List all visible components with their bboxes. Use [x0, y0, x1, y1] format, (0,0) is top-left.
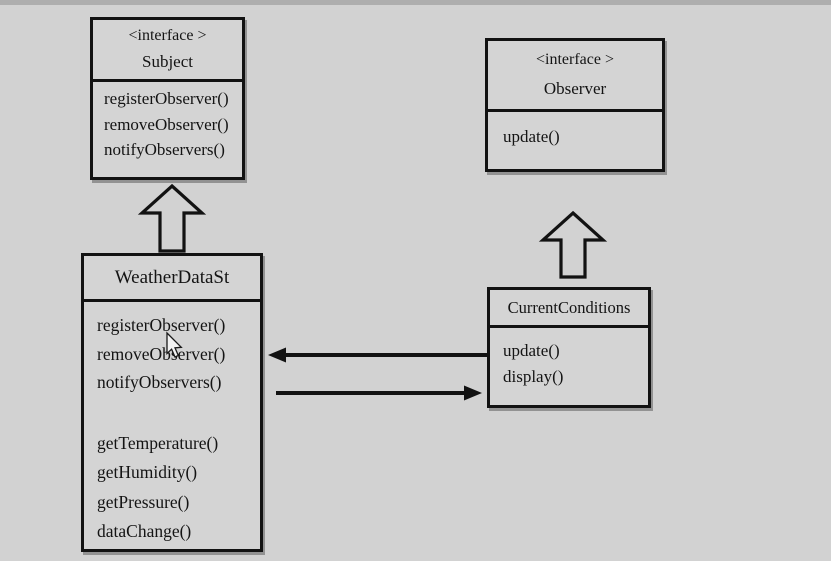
association-arrow-currentconditions-to-weatherdatast-icon: [268, 347, 487, 363]
subject-class-name: Subject: [142, 52, 193, 71]
realization-arrow-currentconditions-to-observer-icon: [538, 210, 608, 279]
weatherdatast-method-registerObserver: registerObserver(): [97, 315, 226, 335]
weatherdatast-method-dataChange: dataChange(): [97, 521, 192, 541]
weatherdatast-method-getTemperature: getTemperature(): [97, 432, 219, 453]
subject-title-compartment: <interface > Subject: [93, 20, 242, 82]
observer-method-update: update(): [503, 127, 560, 146]
weatherdatast-method-getPressure: getPressure(): [97, 491, 190, 512]
realization-arrow-weatherdatast-to-subject-icon: [137, 183, 207, 253]
weatherdatast-class-name: WeatherDataSt: [114, 266, 230, 288]
weatherdatast-methods-compartment: registerObserver() removeObserver() noti…: [84, 302, 260, 547]
methods-group-gap: [97, 397, 258, 429]
class-box-currentconditions: CurrentConditions update() display(): [487, 287, 651, 408]
observer-stereotype: <interface >: [536, 51, 614, 68]
currentconditions-method-display: display(): [503, 367, 564, 386]
top-edge-strip: [0, 0, 831, 5]
weatherdatast-method-removeObserver: removeObserver(): [97, 343, 226, 364]
currentconditions-methods-compartment: update() display(): [490, 328, 648, 390]
association-arrow-weatherdatast-to-currentconditions-icon: [276, 385, 482, 401]
currentconditions-class-name: CurrentConditions: [507, 297, 631, 317]
class-box-weatherdatast: WeatherDataSt registerObserver() removeO…: [81, 253, 263, 552]
class-box-observer: <interface > Observer update(): [485, 38, 665, 172]
currentconditions-title-compartment: CurrentConditions: [490, 290, 648, 328]
weatherdatast-title-compartment: WeatherDataSt: [84, 256, 260, 302]
observer-title-compartment: <interface > Observer: [488, 41, 662, 112]
subject-stereotype: <interface >: [128, 27, 207, 44]
currentconditions-method-update: update(): [503, 341, 560, 360]
observer-class-name: Observer: [543, 79, 607, 98]
weatherdatast-method-getHumidity: getHumidity(): [97, 462, 198, 482]
subject-methods-compartment: registerObserver() removeObserver() noti…: [93, 82, 242, 163]
class-box-subject: <interface > Subject registerObserver() …: [90, 17, 245, 180]
subject-method-notifyObservers: notifyObservers(): [104, 140, 225, 159]
subject-method-removeObserver: removeObserver(): [104, 114, 229, 134]
observer-methods-compartment: update(): [488, 112, 662, 150]
subject-method-registerObserver: registerObserver(): [104, 89, 229, 108]
weatherdatast-method-notifyObservers: notifyObservers(): [97, 372, 222, 392]
